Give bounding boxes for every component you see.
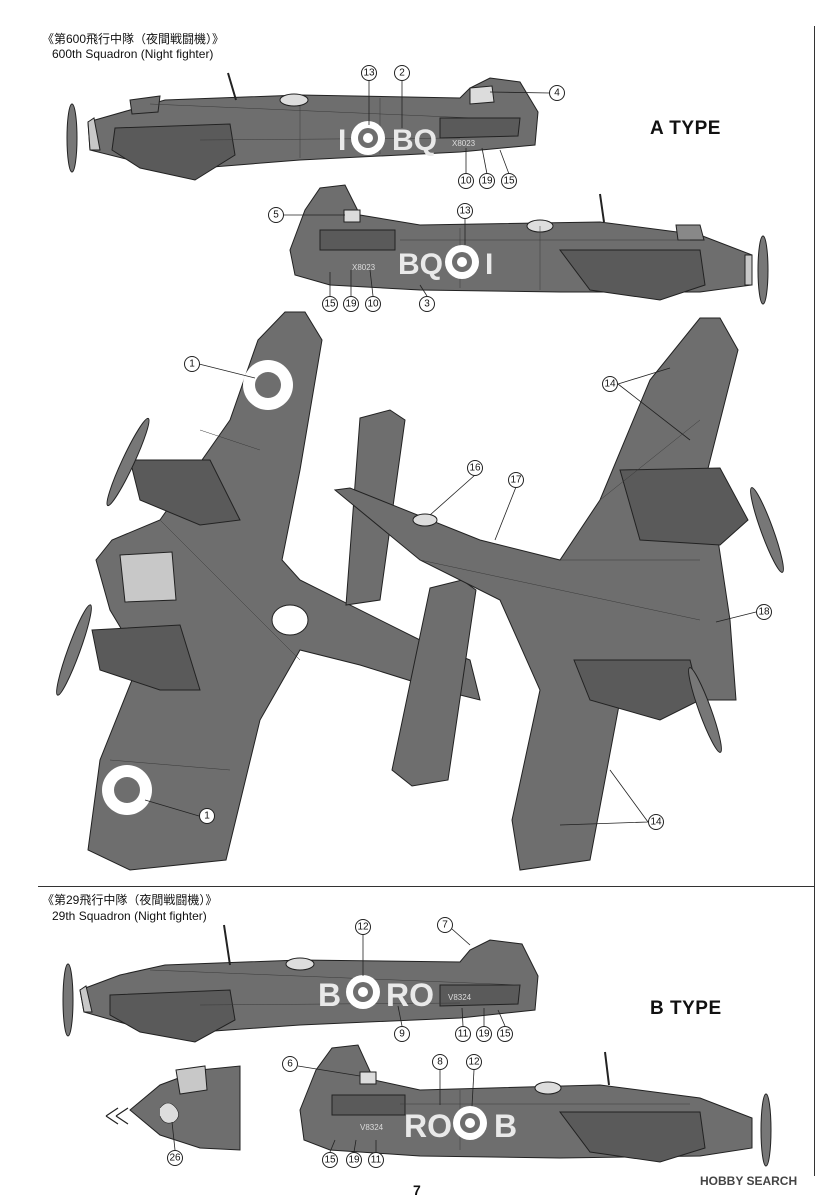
svg-text:7: 7 <box>442 920 448 931</box>
svg-text:10: 10 <box>367 299 379 310</box>
a-type-label: A TYPE <box>650 118 721 139</box>
callout-13-a1: 13 <box>361 65 377 81</box>
callout-10-a1: 10 <box>458 173 474 189</box>
callout-1-top: 1 <box>184 356 200 372</box>
callout-26: 26 <box>167 1150 183 1166</box>
callout-5: 5 <box>268 207 284 223</box>
section-a-title-jp: 《第600飛行中隊（夜間戦闘機）》 <box>42 32 225 46</box>
right-border <box>814 26 815 1176</box>
callout-15-b1: 15 <box>497 1026 513 1042</box>
callout-13-a2: 13 <box>457 203 473 219</box>
a-code-letter-left: I <box>338 124 346 157</box>
svg-text:13: 13 <box>363 68 375 79</box>
callout-14-bottom: 14 <box>648 814 664 830</box>
callout-9: 9 <box>394 1026 410 1042</box>
b-code-letter-left: B <box>318 977 341 1013</box>
svg-text:4: 4 <box>554 88 560 99</box>
svg-text:6: 6 <box>287 1059 293 1070</box>
a-side-view-left: I BQ X8023 <box>66 72 539 181</box>
svg-text:10: 10 <box>460 176 472 187</box>
callout-15-a2: 15 <box>322 296 338 312</box>
a-serial-right: X8023 <box>352 263 376 272</box>
b-code-letters-left: RO <box>386 977 434 1013</box>
svg-text:3: 3 <box>424 299 430 310</box>
svg-text:11: 11 <box>371 1155 382 1166</box>
svg-text:17: 17 <box>510 475 522 486</box>
svg-text:12: 12 <box>468 1057 480 1068</box>
callout-19-b1: 19 <box>476 1026 492 1042</box>
callout-2: 2 <box>394 65 410 81</box>
section-b-title-en: 29th Squadron (Night fighter) <box>52 909 207 923</box>
b-side-view-left: B RO V8324 <box>62 924 539 1043</box>
a-side-view-right: BQ I X8023 <box>289 184 769 305</box>
page-number: 7 <box>413 1182 421 1198</box>
svg-text:16: 16 <box>469 463 481 474</box>
b-serial-right: V8324 <box>360 1123 384 1132</box>
a-code-letters-right: BQ <box>398 248 443 281</box>
a-code-letter-right: I <box>485 248 493 281</box>
section-b-title-jp: 《第29飛行中隊（夜間戦闘機）》 <box>42 893 218 907</box>
a-top-view <box>56 311 481 871</box>
leader-lines <box>144 80 757 1153</box>
callout-17: 17 <box>508 472 524 488</box>
svg-text:18: 18 <box>758 607 770 618</box>
svg-text:15: 15 <box>499 1029 511 1040</box>
callout-4: 4 <box>549 85 565 101</box>
b-nose-detail <box>105 1065 241 1151</box>
callout-10-a2: 10 <box>365 296 381 312</box>
callout-14-top: 14 <box>602 376 618 392</box>
b-code-letters-right: RO <box>404 1108 452 1144</box>
svg-text:5: 5 <box>273 210 279 221</box>
svg-text:14: 14 <box>604 379 616 390</box>
svg-text:1: 1 <box>204 811 210 822</box>
section-divider <box>38 886 814 887</box>
svg-text:11: 11 <box>458 1029 469 1040</box>
svg-text:8: 8 <box>437 1057 443 1068</box>
svg-text:19: 19 <box>481 176 493 187</box>
callout-11-b1: 11 <box>455 1026 471 1042</box>
svg-text:19: 19 <box>345 299 357 310</box>
a-serial-left: X8023 <box>452 139 476 148</box>
svg-text:14: 14 <box>650 817 662 828</box>
svg-text:1: 1 <box>189 359 195 370</box>
callout-19-a2: 19 <box>343 296 359 312</box>
svg-text:15: 15 <box>324 1155 336 1166</box>
watermark: HOBBY SEARCH <box>700 1174 798 1188</box>
callout-19-b2: 19 <box>346 1152 362 1168</box>
svg-text:19: 19 <box>348 1155 360 1166</box>
svg-text:12: 12 <box>357 922 369 933</box>
callout-16: 16 <box>467 460 483 476</box>
b-serial-left: V8324 <box>448 993 472 1002</box>
svg-text:13: 13 <box>459 206 471 217</box>
b-type-label: B TYPE <box>650 998 722 1019</box>
callout-12-b2: 12 <box>466 1054 482 1070</box>
svg-text:15: 15 <box>324 299 336 310</box>
callout-15-a1: 15 <box>501 173 517 189</box>
callout-12-b1: 12 <box>355 919 371 935</box>
section-a-title-en: 600th Squadron (Night fighter) <box>52 47 214 61</box>
callout-15-b2: 15 <box>322 1152 338 1168</box>
svg-text:9: 9 <box>399 1029 405 1040</box>
callout-1-bottom: 1 <box>199 808 215 824</box>
callout-19-a1: 19 <box>479 173 495 189</box>
callout-6: 6 <box>282 1056 298 1072</box>
callout-3: 3 <box>419 296 435 312</box>
svg-text:15: 15 <box>503 176 515 187</box>
b-side-view-right: RO B V8324 <box>299 1044 772 1167</box>
a-code-letters-left: BQ <box>392 124 437 157</box>
svg-text:19: 19 <box>478 1029 490 1040</box>
svg-text:2: 2 <box>399 68 405 79</box>
callout-8: 8 <box>432 1054 448 1070</box>
svg-text:26: 26 <box>169 1153 181 1164</box>
callout-18: 18 <box>756 604 772 620</box>
b-code-letter-right: B <box>494 1108 517 1144</box>
callout-7: 7 <box>437 917 453 933</box>
callout-11-b2: 11 <box>368 1152 384 1168</box>
a-bottom-view <box>333 317 784 871</box>
